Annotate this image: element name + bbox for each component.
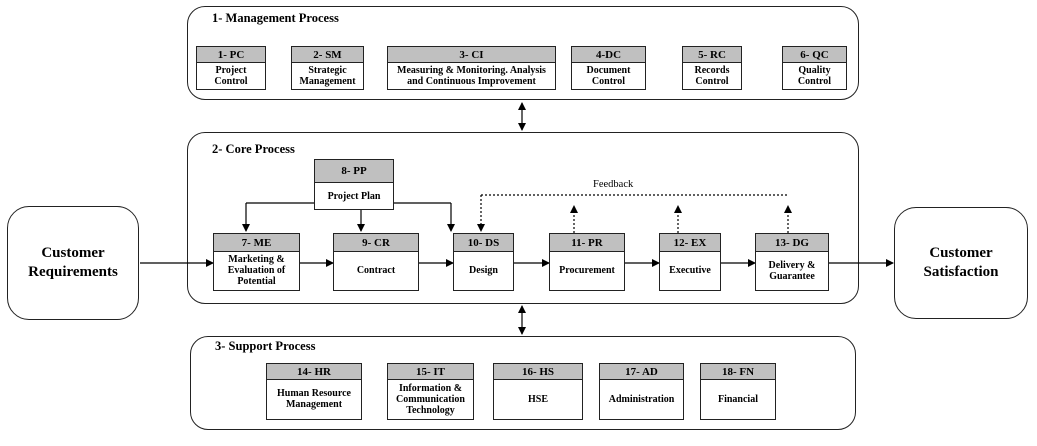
hr-code: 14- HR (267, 364, 361, 380)
ex-line-1: Executive (669, 265, 711, 276)
sm-code: 2- SM (292, 47, 363, 63)
pc-line-1: Project (215, 65, 247, 76)
feedback-label: Feedback (593, 179, 634, 190)
rc-line-1: Records (694, 65, 730, 76)
hr-line-2: Management (285, 399, 343, 410)
ds-box: 10- DS Design (453, 233, 514, 291)
ci-line-1: Measuring & Monitoring. Analysis (397, 65, 546, 76)
pr-code: 11- PR (550, 234, 624, 252)
it-code: 15- IT (388, 364, 473, 380)
it-line-1: Information & (398, 382, 463, 394)
ci-code: 3- CI (388, 47, 555, 63)
pc-box: 1- PC Project Control (196, 46, 266, 90)
hs-code: 16- HS (494, 364, 582, 380)
hr-line-1: Human Resource (277, 388, 351, 399)
it-line-2: Communication (396, 393, 465, 405)
pr-box: 11- PR Procurement (549, 233, 625, 291)
ex-code: 12- EX (660, 234, 720, 252)
rc-line-2: Control (695, 76, 729, 87)
pc-code: 1- PC (197, 47, 265, 63)
pp-line-1: Project Plan (327, 190, 381, 202)
ad-code: 17- AD (600, 364, 683, 380)
dg-line-2: Guarantee (769, 270, 815, 282)
pr-line-1: Procurement (559, 265, 615, 276)
me-line-1: Marketing & (228, 254, 285, 265)
qc-box: 6- QC Quality Control (782, 46, 847, 90)
fn-box: 18- FN Financial (700, 363, 776, 420)
qc-line-2: Control (797, 76, 832, 87)
sm-line-2: Management (299, 76, 356, 87)
qc-line-1: Quality (798, 65, 831, 76)
it-box: 15- IT Information & Communication Techn… (387, 363, 474, 420)
sm-line-1: Strategic (308, 65, 347, 76)
customer-satisfaction-line-2: Satisfaction (923, 264, 999, 280)
dg-box: 13- DG Delivery & Guarantee (755, 233, 829, 291)
cr-code: 9- CR (334, 234, 418, 252)
ci-line-2: and Continuous Improvement (407, 76, 536, 87)
it-line-3: Technology (406, 404, 455, 416)
customer-requirements-line-1: Customer (41, 245, 105, 261)
support-process-title: 3- Support Process (215, 339, 316, 353)
dg-line-1: Delivery & (768, 259, 816, 271)
me-box: 7- ME Marketing & Evaluation of Potentia… (213, 233, 300, 291)
dc-box: 4-DC Document Control (571, 46, 646, 90)
rc-code: 5- RC (683, 47, 741, 63)
customer-satisfaction-line-1: Customer (929, 245, 993, 261)
dc-code: 4-DC (572, 47, 645, 63)
me-code: 7- ME (214, 234, 299, 252)
dc-line-1: Document (586, 65, 631, 76)
me-line-2: Evaluation of (227, 265, 286, 276)
ds-code: 10- DS (454, 234, 513, 252)
dc-line-2: Control (591, 76, 626, 87)
customer-satisfaction-box: Customer Satisfaction (894, 207, 1028, 319)
customer-requirements-line-2: Requirements (28, 264, 118, 280)
pp-code: 8- PP (315, 160, 393, 183)
ad-box: 17- AD Administration (599, 363, 684, 420)
ad-line-1: Administration (608, 393, 675, 405)
ex-box: 12- EX Executive (659, 233, 721, 291)
pp-box: 8- PP Project Plan (314, 159, 394, 210)
fn-line-1: Financial (717, 393, 758, 405)
ci-box: 3- CI Measuring & Monitoring. Analysis a… (387, 46, 556, 90)
dg-code: 13- DG (756, 234, 828, 252)
hr-box: 14- HR Human Resource Management (266, 363, 362, 420)
cr-box: 9- CR Contract (333, 233, 419, 291)
fn-code: 18- FN (701, 364, 775, 380)
ds-line-1: Design (469, 265, 498, 276)
qc-code: 6- QC (783, 47, 846, 63)
management-process-title: 1- Management Process (212, 11, 339, 25)
cr-line-1: Contract (356, 265, 396, 276)
pc-line-2: Control (214, 76, 248, 87)
me-line-3: Potential (237, 276, 276, 287)
sm-box: 2- SM Strategic Management (291, 46, 364, 90)
hs-box: 16- HS HSE (493, 363, 583, 420)
core-process-title: 2- Core Process (212, 142, 295, 156)
customer-requirements-box: Customer Requirements (7, 206, 139, 320)
hs-line-1: HSE (527, 393, 548, 405)
rc-box: 5- RC Records Control (682, 46, 742, 90)
